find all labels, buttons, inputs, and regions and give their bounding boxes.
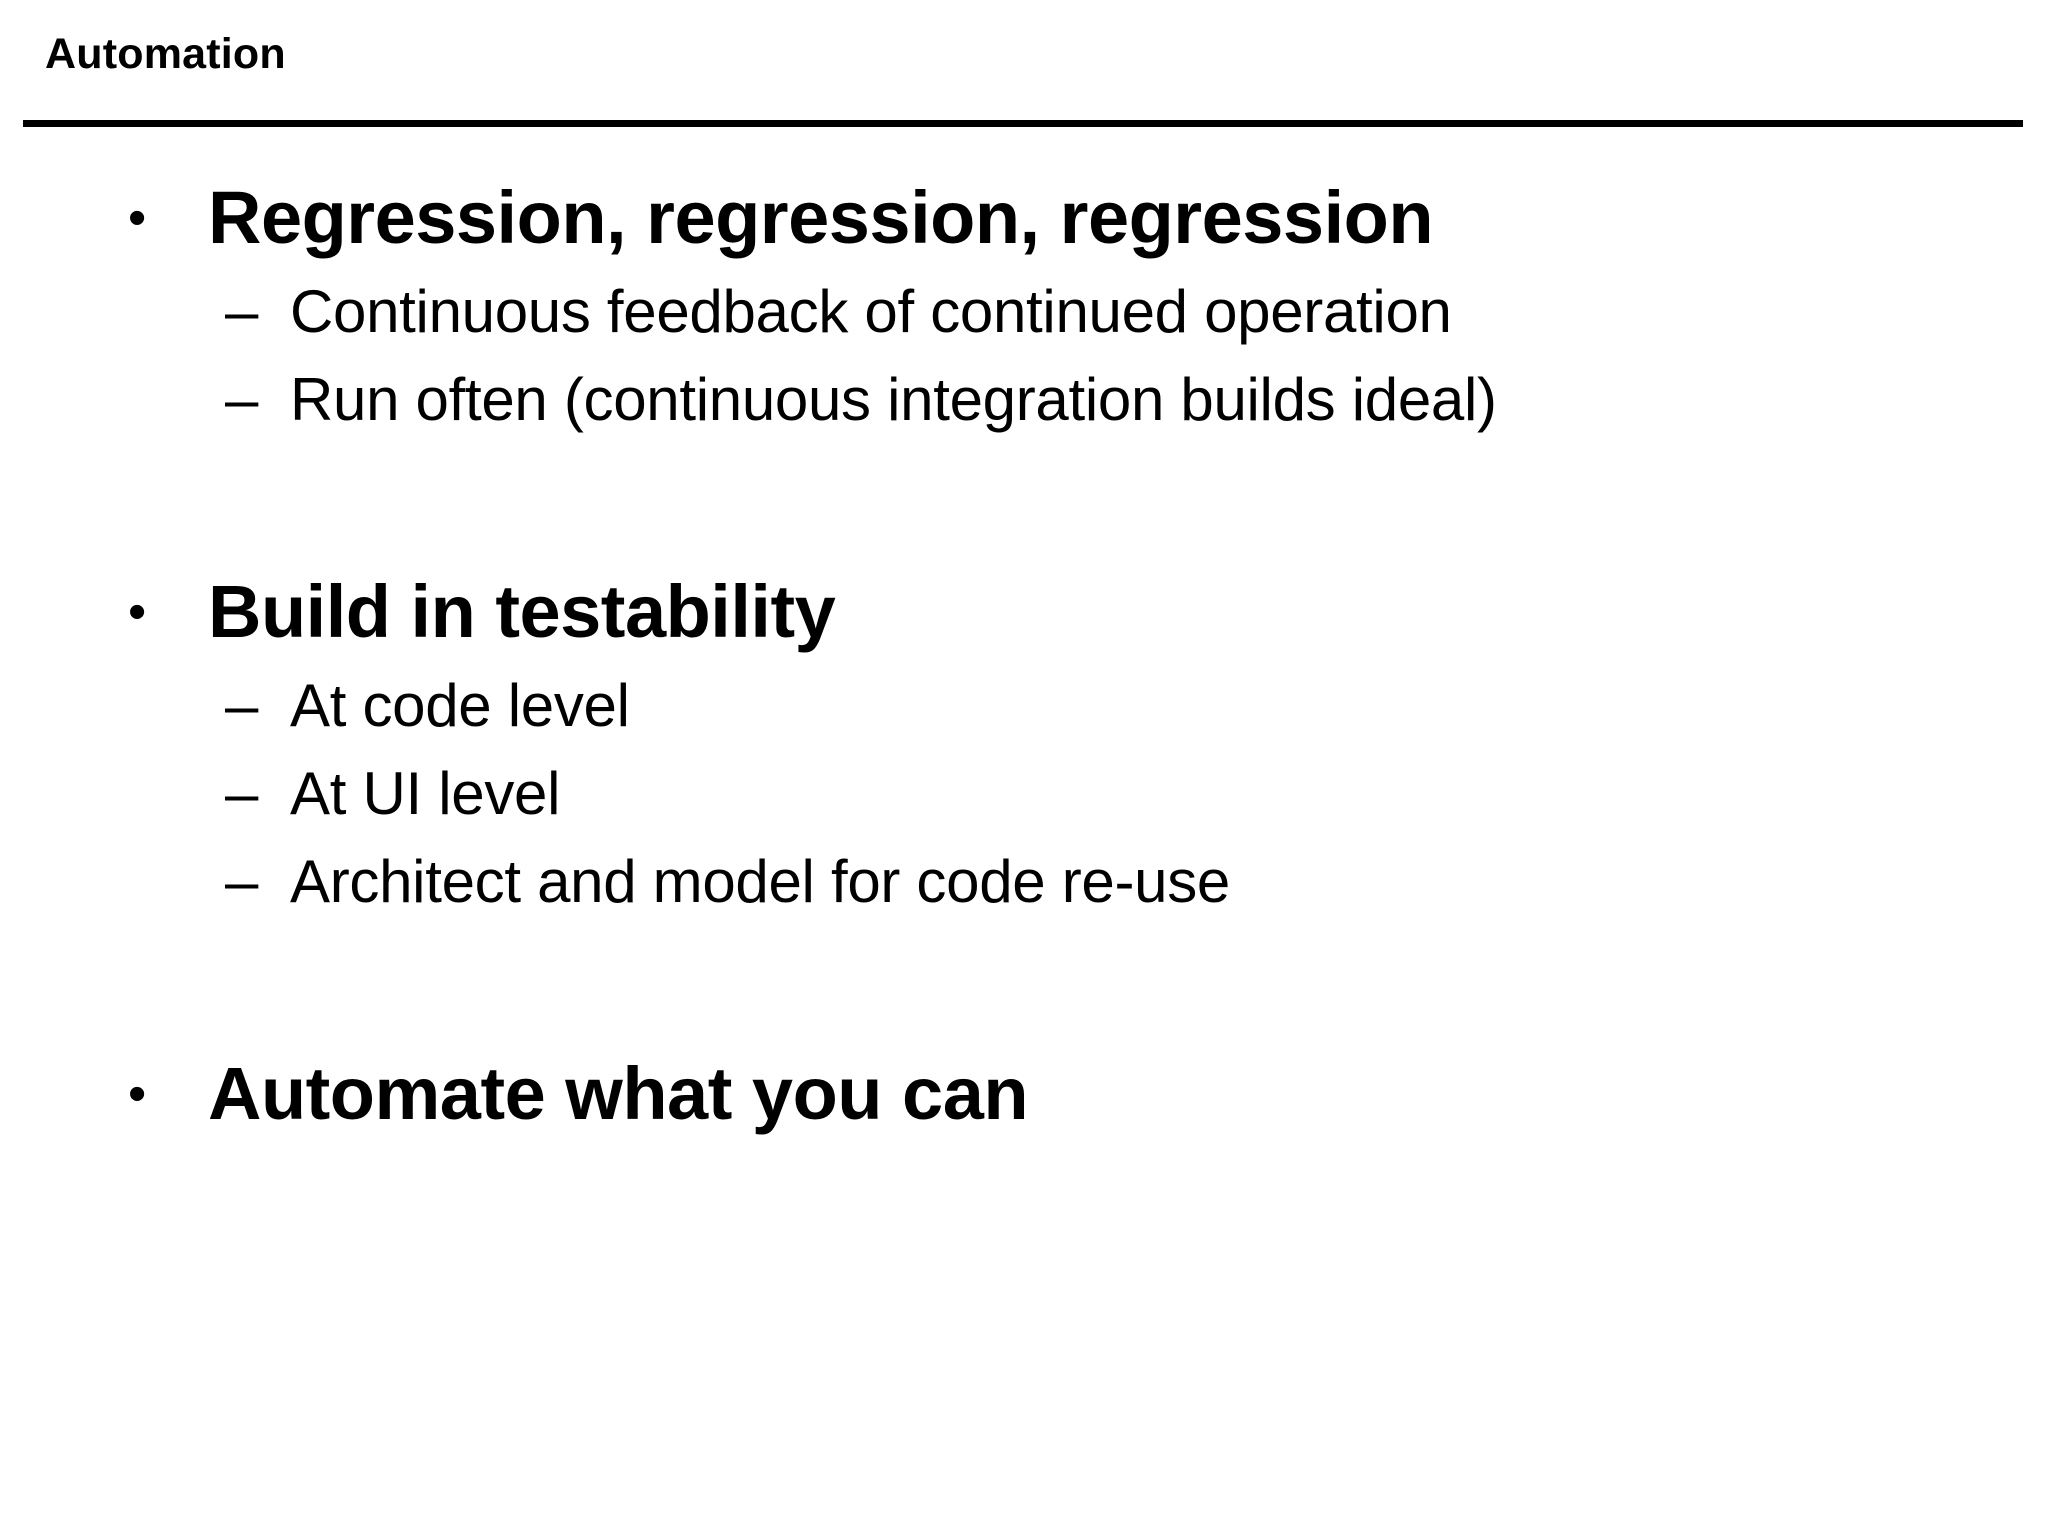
bullet-dash-icon: –: [225, 672, 259, 739]
bullet-text: Continuous feedback of continued operati…: [290, 278, 1452, 345]
bullet-spacer: [0, 926, 2048, 1044]
bullet-list: •Regression, regression, regression–Cont…: [0, 168, 2048, 1144]
bullet-text: Build in testability: [208, 570, 836, 653]
bullet-item-level2: –Continuous feedback of continued operat…: [0, 268, 2048, 356]
bullet-dash-icon: –: [225, 366, 259, 433]
bullet-dash-icon: –: [225, 848, 259, 915]
bullet-text: At code level: [290, 672, 630, 739]
bullet-text: Run often (continuous integration builds…: [290, 366, 1497, 433]
title-divider-rule: [23, 120, 2023, 127]
bullet-dash-icon: –: [225, 760, 259, 827]
slide-body: •Regression, regression, regression–Cont…: [0, 168, 2048, 1144]
bullet-item-level1: • Build in testability: [0, 562, 2048, 662]
bullet-spacer: [0, 444, 2048, 562]
bullet-dash-icon: –: [225, 278, 259, 345]
bullet-dot-icon: •: [128, 583, 146, 641]
bullet-item-level2: –Architect and model for code re-use: [0, 838, 2048, 926]
bullet-text: Architect and model for code re-use: [290, 848, 1230, 915]
bullet-item-level1: • Regression, regression, regression: [0, 168, 2048, 268]
bullet-item-level2: –Run often (continuous integration build…: [0, 356, 2048, 444]
bullet-text: Automate what you can: [208, 1052, 1029, 1135]
bullet-dot-icon: •: [128, 189, 146, 247]
bullet-item-level2: –At code level: [0, 662, 2048, 750]
bullet-item-level2: –At UI level: [0, 750, 2048, 838]
slide-title: Automation: [45, 30, 286, 78]
bullet-dot-icon: •: [128, 1065, 146, 1123]
slide-header: Automation: [0, 0, 2048, 130]
bullet-text: At UI level: [290, 760, 561, 827]
bullet-item-level1: • Automate what you can: [0, 1044, 2048, 1144]
bullet-text: Regression, regression, regression: [208, 176, 1434, 259]
